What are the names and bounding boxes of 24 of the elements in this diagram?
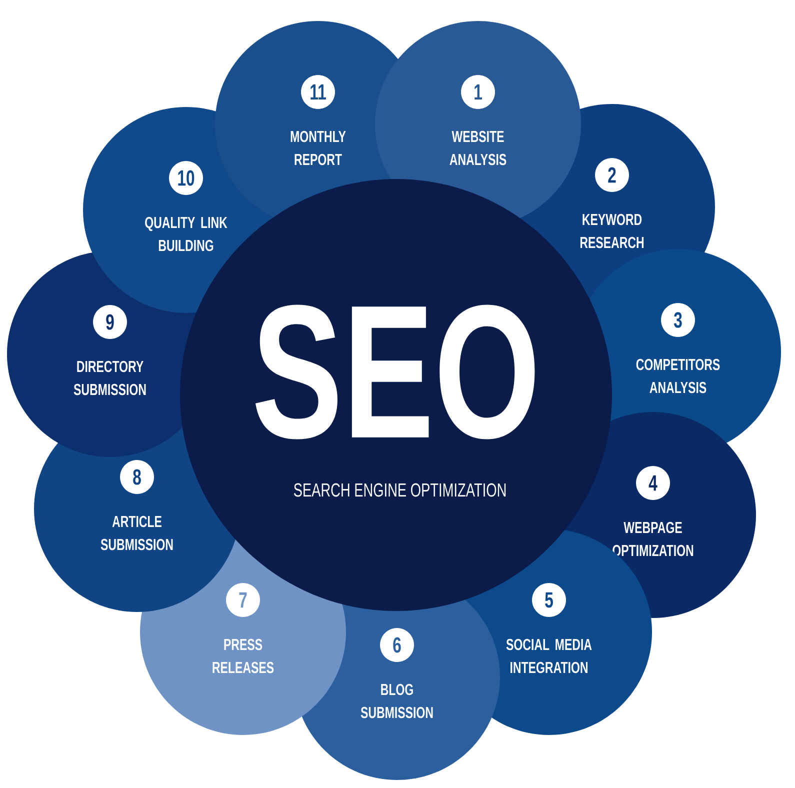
number-badge: 7 xyxy=(226,583,260,617)
petal-label: KEYWORD RESEARCH xyxy=(580,214,644,248)
petal-label: DIRECTORY SUBMISSION xyxy=(74,360,146,396)
number-badge: 1 xyxy=(461,75,495,109)
number-badge: 3 xyxy=(661,303,695,337)
number-badge: 10 xyxy=(169,161,203,195)
petal-label: SOCIAL MEDIA INTEGRATION xyxy=(506,638,592,674)
petal-label: ARTICLE SUBMISSION xyxy=(100,516,173,550)
number-badge: 11 xyxy=(301,75,335,109)
petal-label: QUALITY LINK BUILDING xyxy=(145,216,228,252)
petal-label: WEBPAGE OPTIMIZATION xyxy=(612,522,694,556)
number-badge: 2 xyxy=(595,158,629,192)
seo-heading: SEO xyxy=(256,304,535,440)
subtitle: SEARCH ENGINE OPTIMIZATION xyxy=(294,483,506,497)
number-badge: 5 xyxy=(532,583,566,617)
petal-label: MONTHLY REPORT xyxy=(290,130,346,166)
number-badge: 6 xyxy=(380,628,414,662)
petal-label: PRESS RELEASES xyxy=(212,638,274,674)
petal-label: WEBSITE ANALYSIS xyxy=(450,130,506,166)
petal-label: COMPETITORS ANALYSIS xyxy=(636,358,720,394)
petal-label: BLOG SUBMISSION xyxy=(360,684,433,718)
number-badge: 8 xyxy=(120,460,154,494)
number-badge: 9 xyxy=(93,305,127,339)
number-badge: 4 xyxy=(636,466,670,500)
